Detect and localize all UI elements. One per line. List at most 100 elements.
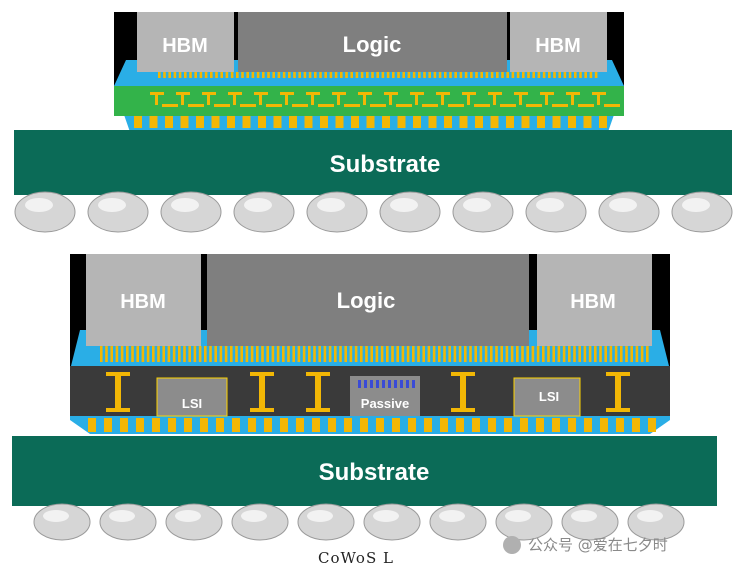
figure-caption: CoWoS L — [318, 549, 394, 567]
micro-bump — [630, 346, 633, 362]
lsi-right-bridge — [513, 377, 581, 417]
passive-cap — [388, 380, 391, 388]
micro-bump — [583, 346, 587, 362]
micro-bump — [366, 72, 369, 78]
micro-bump — [188, 346, 191, 362]
micro-bump — [262, 72, 265, 78]
rdl-trace — [240, 104, 256, 107]
rdl-trace — [604, 104, 620, 107]
c4-bump — [616, 418, 624, 432]
c4-bump — [184, 418, 192, 432]
c4-bump — [583, 116, 592, 128]
rdl-trace — [292, 104, 308, 107]
rdl-via — [519, 95, 522, 105]
bottom-substrate — [12, 436, 717, 506]
micro-bump — [334, 346, 337, 362]
micro-bump — [370, 346, 373, 362]
c4-bump — [335, 116, 344, 128]
micro-bump — [563, 72, 567, 78]
micro-bump — [349, 346, 353, 362]
c4-bump — [104, 418, 112, 432]
passive-cap — [358, 380, 361, 388]
micro-bump — [391, 346, 394, 362]
ball-highlight — [682, 198, 710, 212]
top-substrate-label: Substrate — [330, 151, 441, 178]
bottom-c4-bumps — [88, 418, 656, 432]
rdl-trace — [228, 92, 242, 95]
micro-bump — [458, 346, 462, 362]
c4-bump — [88, 418, 96, 432]
micro-bump — [470, 72, 473, 78]
passive-cap — [412, 380, 415, 388]
rdl-trace — [526, 104, 542, 107]
lsi-right-label: LSI — [539, 389, 559, 404]
c4-bump — [648, 418, 656, 432]
rdl-trace — [436, 92, 450, 95]
micro-bump — [568, 346, 571, 362]
c4-bump — [328, 418, 336, 432]
rdl-trace — [318, 104, 334, 107]
micro-bump — [193, 346, 197, 362]
micro-bump — [438, 72, 442, 78]
micro-bump — [319, 72, 322, 78]
ball-highlight — [244, 198, 272, 212]
c4-bump — [320, 116, 328, 128]
micro-bump — [578, 346, 581, 362]
rdl-trace — [474, 104, 490, 107]
rdl-trace — [448, 104, 464, 107]
micro-bump — [276, 346, 280, 362]
ball-highlight — [505, 510, 531, 522]
micro-bump — [204, 72, 208, 78]
micro-bump — [635, 346, 639, 362]
rdl-trace — [384, 92, 398, 95]
micro-bump — [406, 346, 410, 362]
micro-bump — [448, 346, 451, 362]
rdl-trace — [514, 92, 528, 95]
micro-bump — [553, 72, 556, 78]
c4-bump — [258, 116, 266, 128]
micro-bump — [245, 346, 249, 362]
micro-bump — [313, 346, 316, 362]
ball-highlight — [536, 198, 564, 212]
rdl-trace — [306, 92, 320, 95]
c4-bump — [242, 116, 251, 128]
ball-highlight — [241, 510, 267, 522]
micro-bump — [100, 346, 103, 362]
rdl-trace — [500, 104, 516, 107]
micro-bump — [375, 346, 379, 362]
micro-bump — [287, 346, 290, 362]
micro-bump — [230, 346, 233, 362]
micro-bump — [323, 346, 327, 362]
micro-bump — [172, 346, 176, 362]
micro-bump — [308, 72, 312, 78]
micro-bump — [495, 346, 498, 362]
solder-ball — [297, 503, 355, 541]
solder-ball — [429, 503, 487, 541]
top-hbm-right — [510, 12, 607, 72]
bottom-hbm-right-label: HBM — [570, 291, 616, 313]
rdl-trace — [396, 104, 412, 107]
top-logic-die — [238, 12, 507, 72]
micro-bump — [469, 346, 472, 362]
c4-bump — [165, 116, 173, 128]
micro-bump — [115, 346, 119, 362]
micro-bump — [220, 72, 223, 78]
micro-bump — [594, 72, 598, 78]
passive-cap — [400, 380, 403, 388]
ball-highlight — [390, 198, 418, 212]
tsv-cap — [451, 408, 475, 412]
solder-ball — [231, 503, 289, 541]
ball-highlight — [109, 510, 135, 522]
micro-bump — [417, 346, 420, 362]
c4-bump — [232, 418, 240, 432]
micro-bump — [146, 346, 150, 362]
bottom-hbm-left — [86, 254, 201, 346]
rdl-via — [545, 95, 548, 105]
lsi-left-bridge — [156, 377, 228, 417]
micro-bump — [412, 346, 415, 362]
c4-bump — [632, 418, 640, 432]
micro-bump — [339, 346, 342, 362]
micro-bump — [397, 72, 400, 78]
solder-ball — [33, 503, 91, 541]
micro-bump — [371, 72, 374, 78]
